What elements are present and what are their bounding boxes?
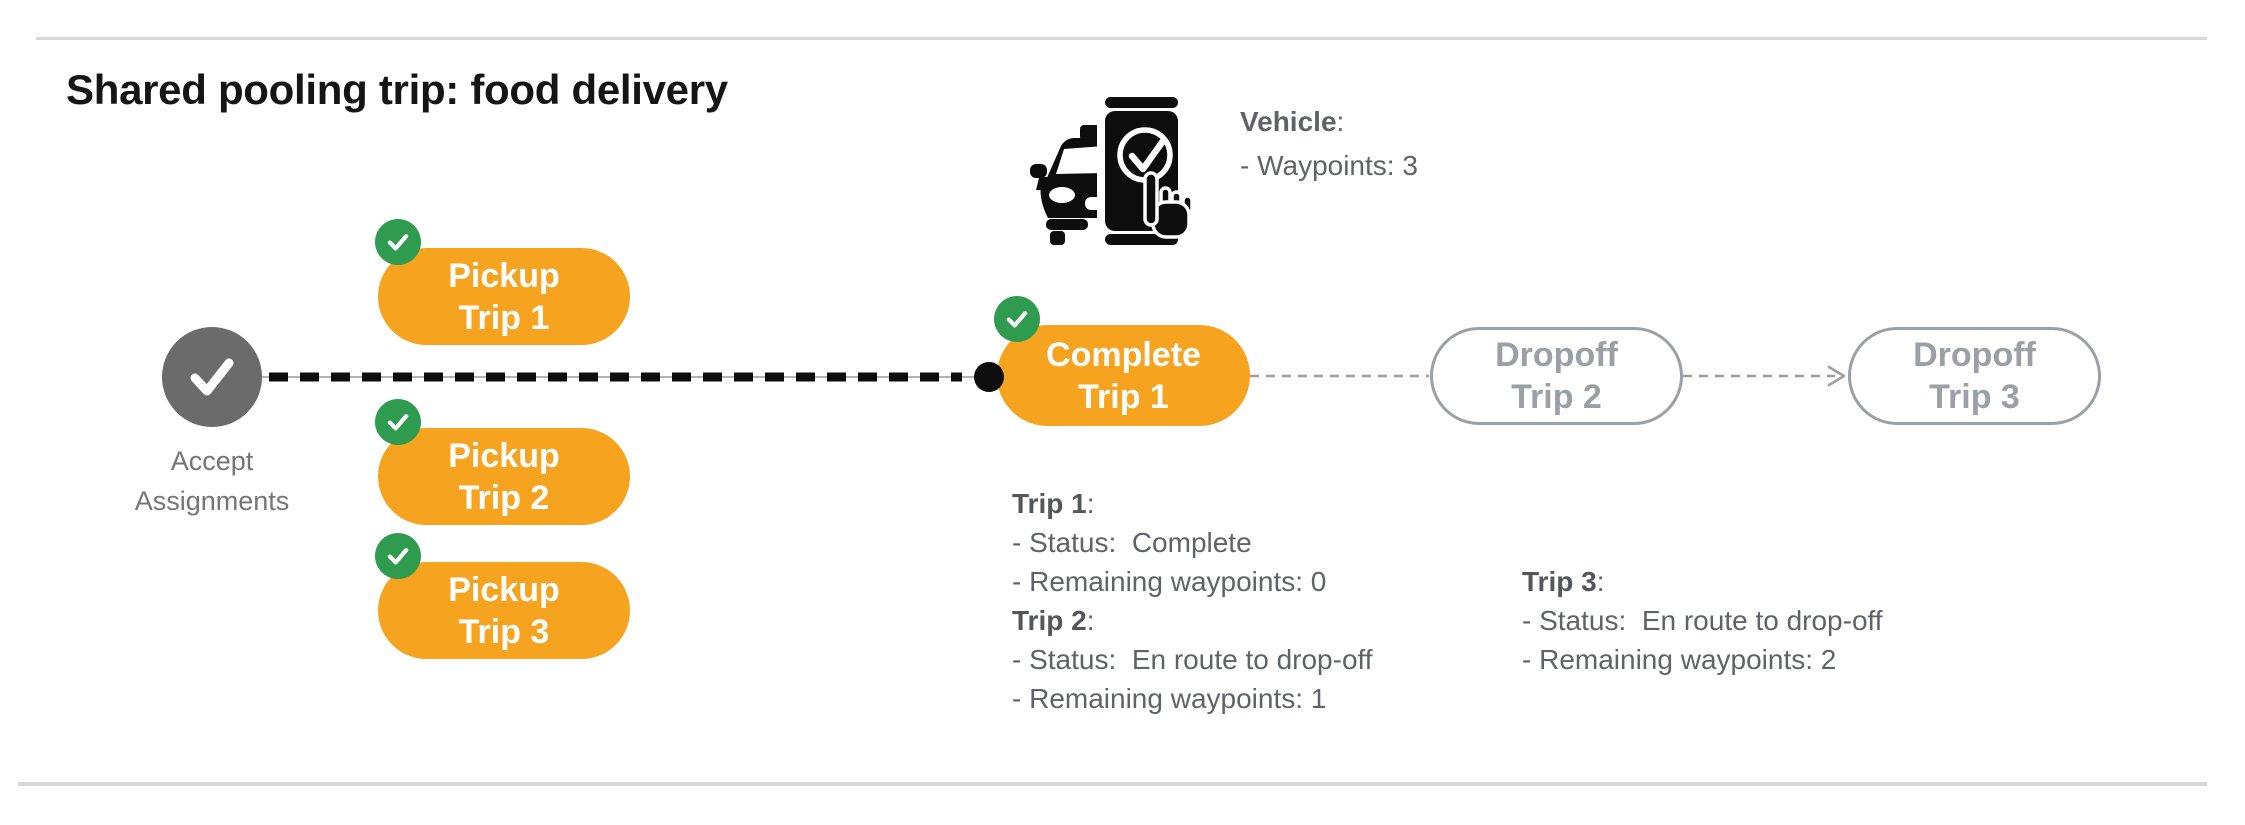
top-divider [36, 37, 2207, 40]
check-badge-icon [375, 399, 421, 445]
trip-status-block-1-2: Trip 1: - Status: Complete - Remaining w… [1012, 484, 1373, 718]
trip3-status: - Status: En route to drop-off [1522, 605, 1883, 636]
connector-dropoff2-to-dropoff3-arrow [1683, 365, 1846, 387]
waypoint-dot [974, 362, 1004, 392]
bottom-divider [18, 782, 2207, 786]
trip1-status: - Status: Complete [1012, 527, 1252, 558]
vehicle-label: Vehicle: [1240, 106, 1345, 137]
trip2-header: Trip 2: [1012, 605, 1095, 636]
trip-status-block-3: Trip 3: - Status: En route to drop-off -… [1522, 562, 1883, 679]
trip3-waypoints: - Remaining waypoints: 2 [1522, 644, 1837, 675]
trip2-status: - Status: En route to drop-off [1012, 644, 1373, 675]
vehicle-info: Vehicle: - Waypoints: 3 [1240, 100, 1418, 188]
car-phone-check-icon [1030, 90, 1194, 248]
check-icon [190, 358, 234, 396]
check-badge-icon [375, 533, 421, 579]
trip1-waypoints: - Remaining waypoints: 0 [1012, 566, 1327, 597]
connector-complete-to-dropoff2 [1250, 374, 1429, 378]
trip1-header: Trip 1: [1012, 488, 1095, 519]
accept-assignments-label: Accept Assignments [134, 446, 290, 516]
accept-assignments-node [162, 327, 262, 427]
page-title: Shared pooling trip: food delivery [66, 66, 728, 113]
trip3-header: Trip 3: [1522, 566, 1605, 597]
trip2-waypoints: - Remaining waypoints: 1 [1012, 683, 1327, 714]
check-badge-icon [994, 296, 1040, 342]
vehicle-waypoints: - Waypoints: 3 [1240, 150, 1418, 181]
check-badge-icon [375, 219, 421, 265]
route-dashed-line [262, 362, 1004, 392]
